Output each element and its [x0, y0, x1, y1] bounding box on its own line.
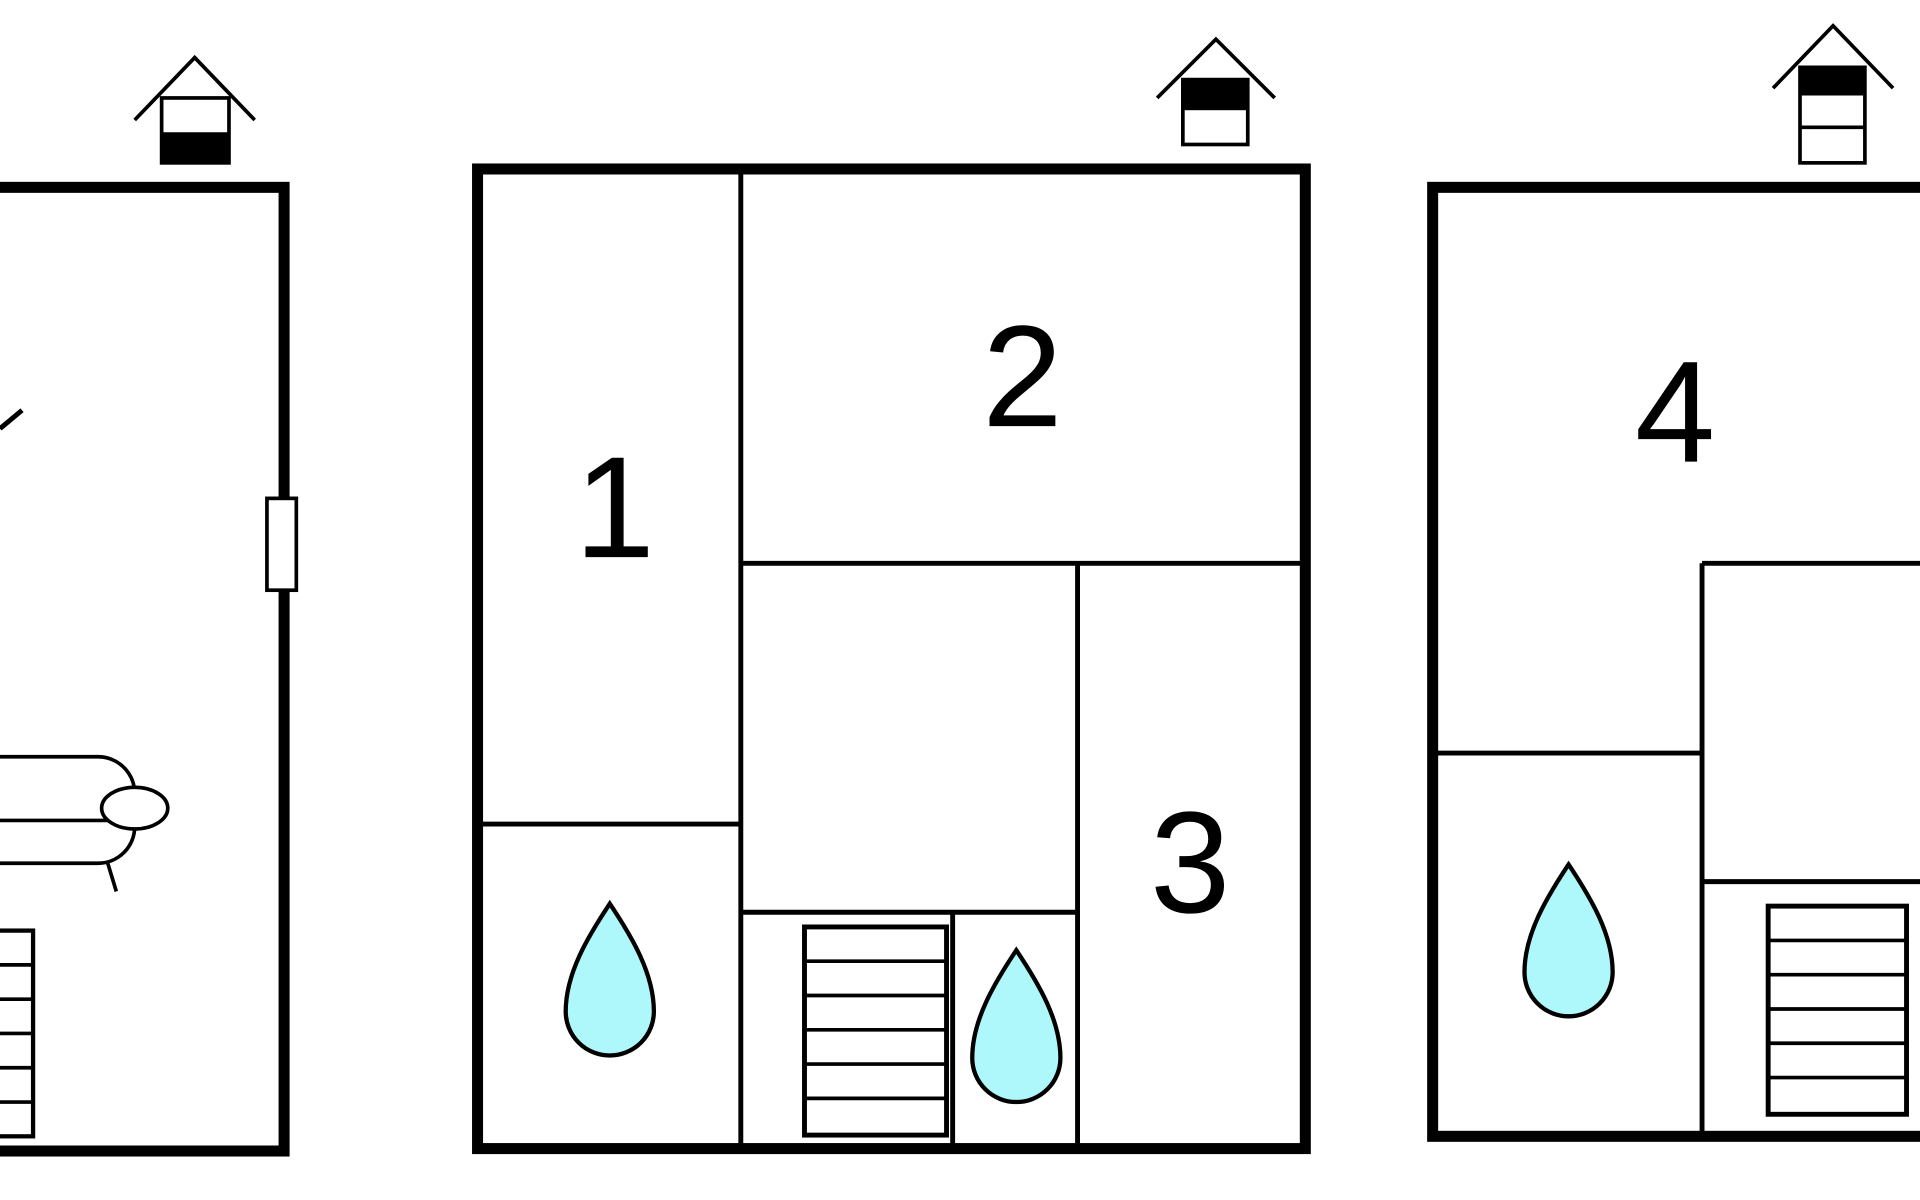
floor-plan-left — [0, 54, 299, 1157]
stairs-icon — [0, 928, 36, 1139]
door — [265, 496, 299, 593]
room-label-4: 4 — [1635, 331, 1715, 493]
water-drop-icon — [566, 904, 654, 1056]
house-level-icon — [1771, 23, 1895, 165]
water-drop-icon — [972, 950, 1060, 1102]
house-level-icon — [1155, 36, 1276, 147]
house-level-icon — [133, 54, 257, 165]
water-drop-icon — [1524, 864, 1612, 1016]
room-label-1: 1 — [575, 426, 655, 588]
sofa-icon — [0, 754, 170, 892]
stairs-icon — [802, 924, 949, 1138]
stairs-icon — [1765, 903, 1909, 1117]
floor-plan-right: 4 — [1427, 23, 1920, 1142]
room-label-2: 2 — [982, 295, 1062, 457]
floor-plan-middle: 1 2 3 — [472, 36, 1311, 1155]
room-label-3: 3 — [1150, 781, 1230, 943]
